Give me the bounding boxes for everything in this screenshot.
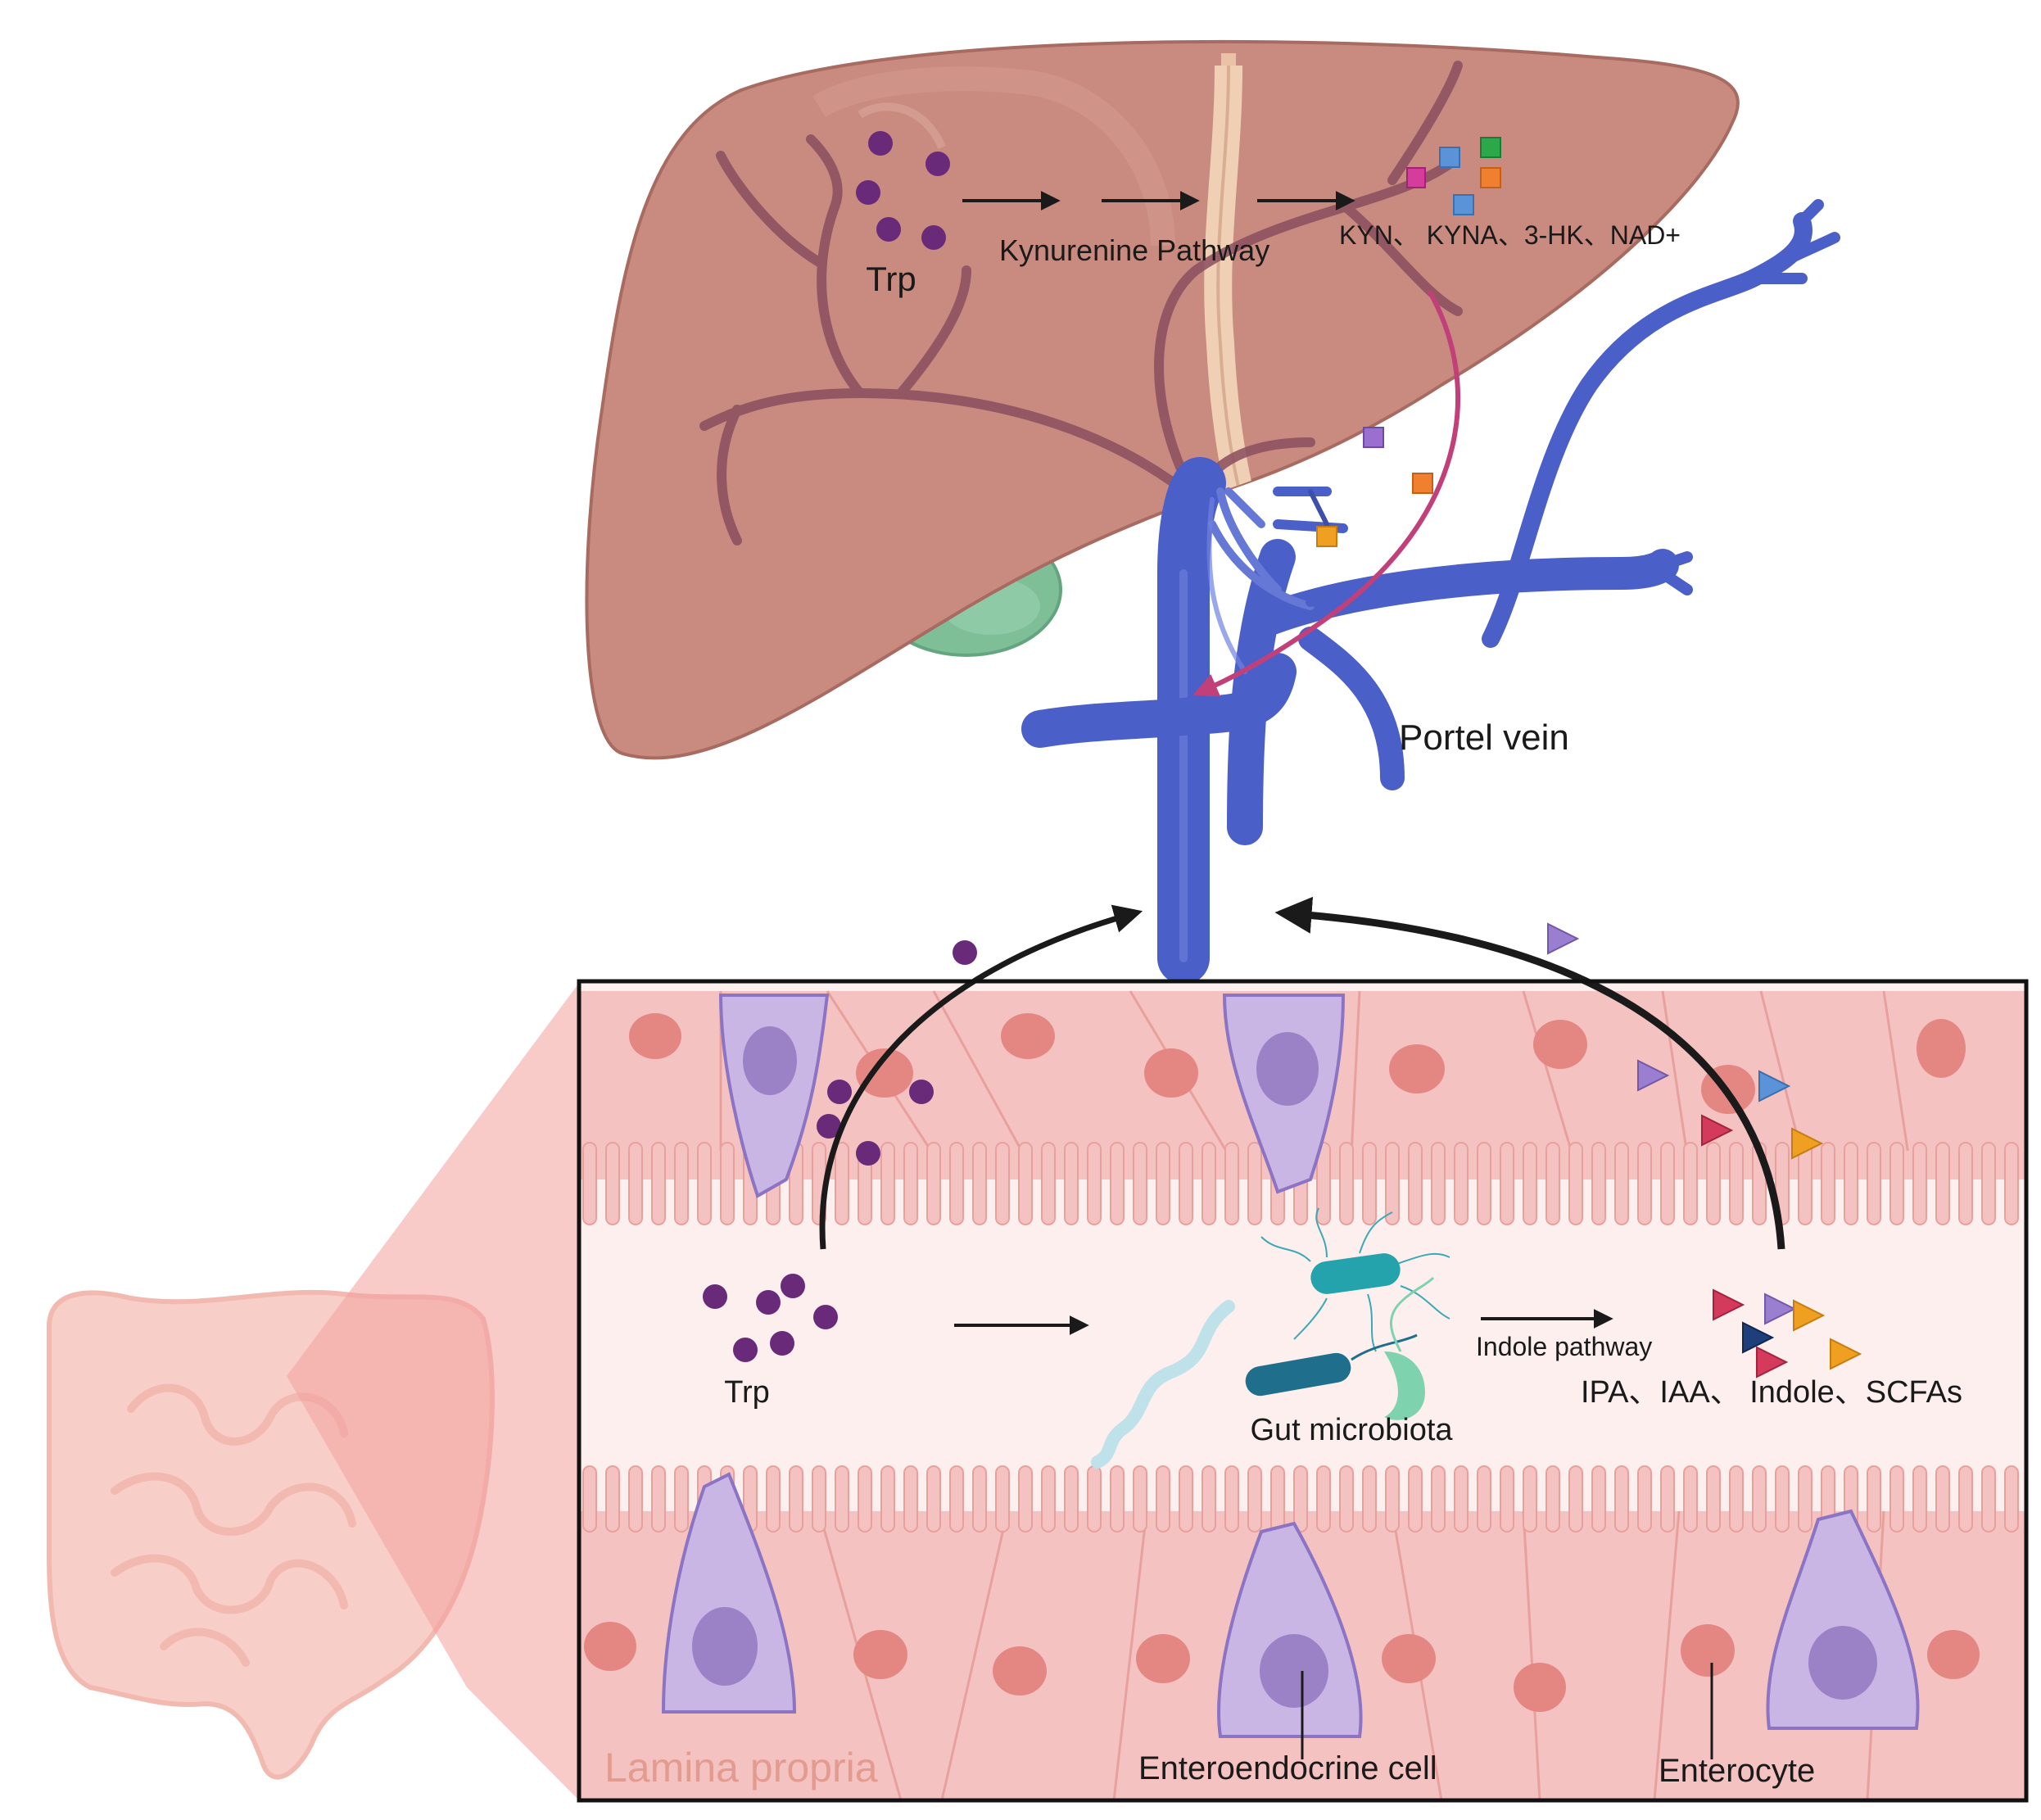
indole-pathway-label: Indole pathway <box>1476 1332 1652 1361</box>
kynurenine-pathway-label: Kynurenine Pathway <box>999 233 1269 267</box>
liver-internal-vessels <box>699 53 1463 546</box>
trp-absorption-arrow <box>819 904 1143 1250</box>
kynurenine-products-label: KYN、 KYNA、3-HK、NAD+ <box>1339 220 1681 250</box>
cell-pointer-lines <box>1301 1663 1713 1759</box>
liver-trp-label: Trp <box>866 260 916 298</box>
gut-trp-molecules <box>703 940 977 1362</box>
enteroendocrine-cell-label: Enteroendocrine cell <box>1138 1750 1437 1786</box>
release-arrow <box>1192 289 1461 697</box>
liver-trp-molecules <box>856 131 950 250</box>
lamina-propria-label: Lamina propria <box>604 1745 878 1791</box>
indole-products <box>1547 922 1862 1379</box>
liver-metabolites <box>1316 137 1501 547</box>
zoom-wedge <box>287 983 579 1800</box>
indole-absorption-arrow <box>1274 896 1785 1250</box>
enteroendocrine-nuclei <box>692 1026 1877 1708</box>
gut-box-border <box>577 979 2029 1803</box>
gut-trp-label: Trp <box>724 1375 770 1410</box>
gut-microbiota-label: Gut microbiota <box>1250 1413 1453 1447</box>
indole-products-label: IPA、IAA、 Indole、SCFAs <box>1581 1375 1962 1410</box>
portal-vein-system <box>1021 199 1840 985</box>
portal-vein-label: Portel vein <box>1399 718 1569 758</box>
enterocyte-label: Enterocyte <box>1659 1753 1815 1789</box>
gut-microbiota-icons <box>1091 1207 1450 1469</box>
